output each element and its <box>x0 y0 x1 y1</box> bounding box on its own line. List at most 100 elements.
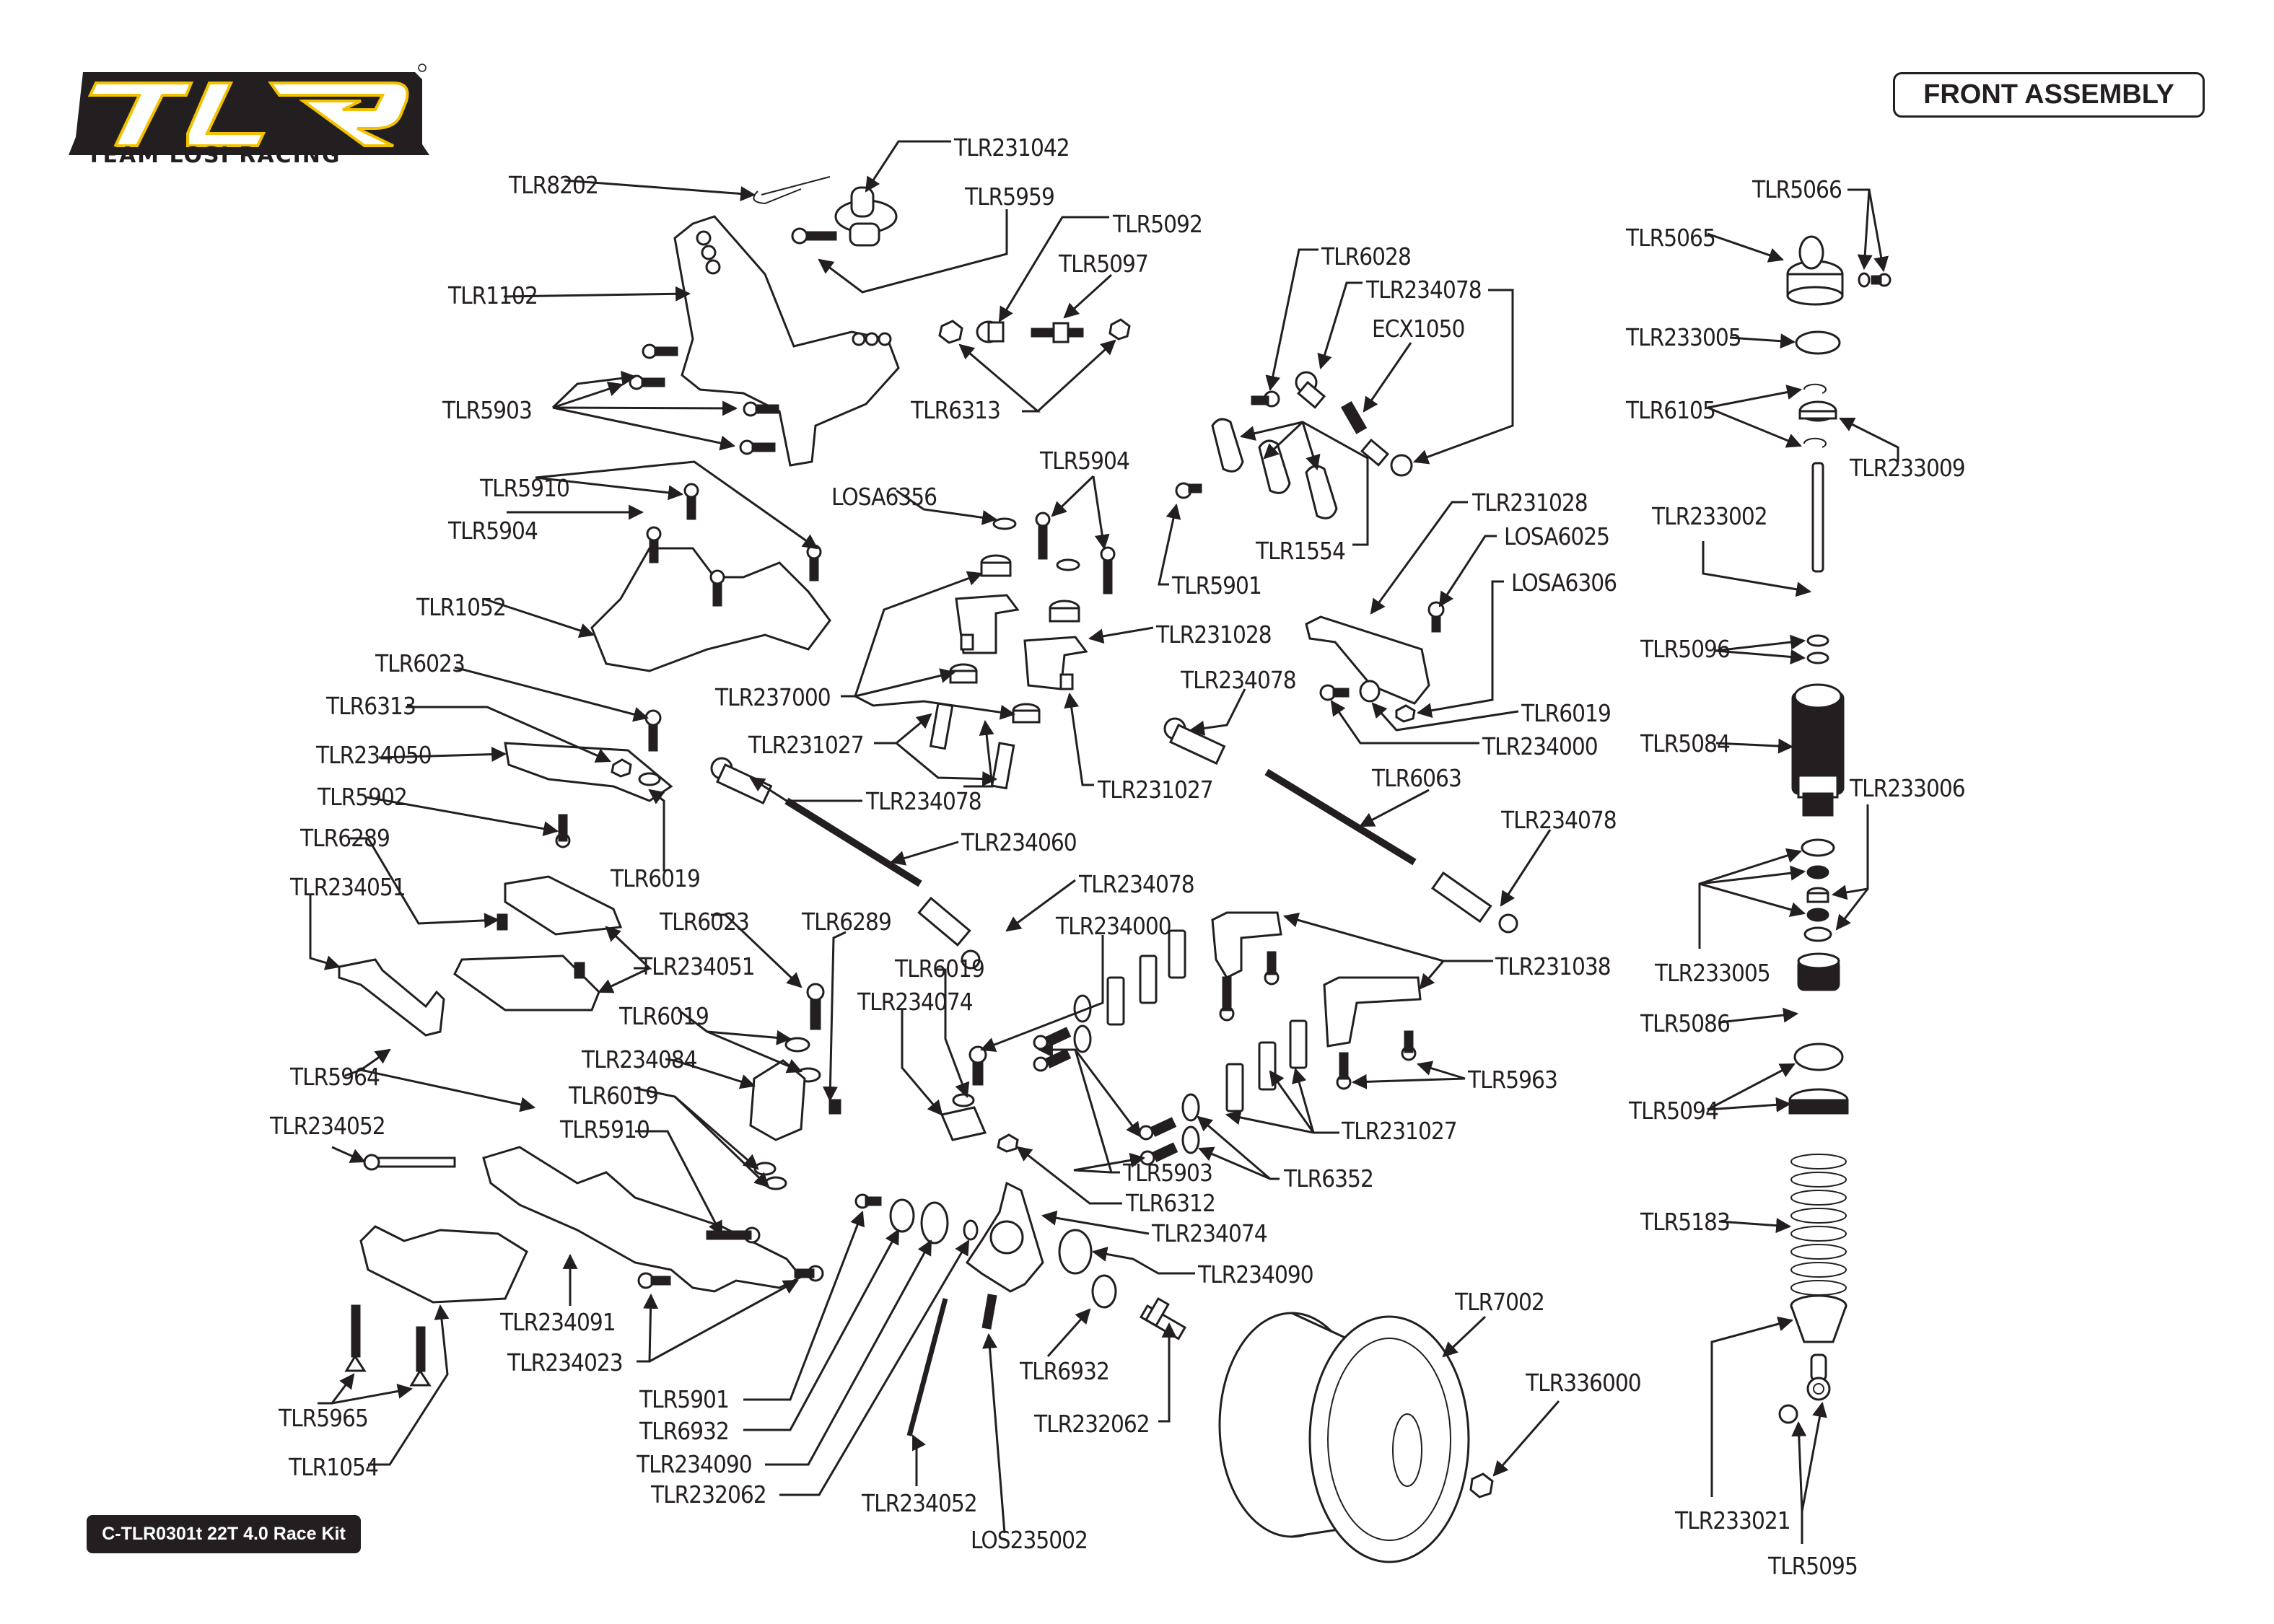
callout-label: TLR6028 <box>1321 242 1411 271</box>
callout-label: TLR6312 <box>1125 1189 1215 1217</box>
shim-part <box>1168 929 1186 979</box>
seal-part <box>1806 908 1829 922</box>
callout-label: TLR234091 <box>499 1308 616 1336</box>
screw-part <box>791 227 837 245</box>
hinge-pin-part <box>367 1156 456 1168</box>
arm-mount-plate-part <box>504 875 623 936</box>
rod-end-part <box>940 1106 987 1141</box>
callout-label: TLR6019 <box>610 864 700 892</box>
o-ring-part <box>1858 272 1871 288</box>
callout-label: TLR5963 <box>1467 1066 1557 1094</box>
callout-label: TLR5066 <box>1752 175 1842 203</box>
callout-label: TLR234074 <box>857 988 973 1016</box>
callout-label: TLR5901 <box>1171 571 1261 600</box>
callout-label: TLR231027 <box>1097 776 1213 804</box>
nut-part <box>997 1133 1019 1153</box>
callout-label: TLR6105 <box>1625 396 1715 424</box>
stud-part <box>1031 322 1084 343</box>
screw-part <box>1871 273 1892 287</box>
callout-label: TLR6063 <box>1371 764 1461 792</box>
wheel-part <box>1218 1312 1470 1563</box>
kit-label-box: C-TLR0301t 22T 4.0 Race Kit <box>87 1515 361 1553</box>
callout-label: TLR231042 <box>953 133 1070 162</box>
shock-cap-part <box>1786 235 1844 306</box>
callout-label: TLR5964 <box>289 1063 380 1091</box>
callout-label: TLR6019 <box>1521 699 1611 727</box>
servo-saver-part <box>1305 465 1338 519</box>
callout-label: TLR6289 <box>801 908 891 936</box>
lower-arm-part <box>482 1146 803 1293</box>
piston-part <box>1798 400 1837 422</box>
screw-part <box>743 401 779 417</box>
bearing-part <box>1091 1274 1117 1309</box>
bushing-part <box>1059 673 1074 690</box>
washer-part <box>753 1162 777 1176</box>
callout-label: TLR231028 <box>1471 488 1588 517</box>
washer-part <box>764 1176 787 1190</box>
screw-part <box>1336 1052 1352 1090</box>
seal-part <box>1806 865 1829 879</box>
callout-label: TLR5910 <box>479 474 569 502</box>
screw-part <box>1033 1048 1072 1072</box>
nut-part <box>938 320 963 344</box>
caster-block-mount-part <box>1323 976 1422 1048</box>
callout-label: LOSA6356 <box>831 483 937 511</box>
callout-label: TLR234000 <box>1482 732 1598 760</box>
callout-label: TLR234084 <box>581 1045 697 1074</box>
bellcrank-part <box>1023 636 1088 690</box>
shim-part <box>1258 1041 1277 1091</box>
screw-part <box>806 544 822 581</box>
servo-saver-part <box>1211 418 1244 473</box>
washer-part <box>784 1037 810 1053</box>
callout-label: TLR233005 <box>1625 323 1741 351</box>
callout-label: TLR237000 <box>714 683 831 711</box>
callout-label: TLR231038 <box>1495 952 1611 980</box>
o-ring-part <box>1801 838 1835 857</box>
post-part <box>990 742 1015 790</box>
arm-mount-part <box>453 954 600 1011</box>
bushing-part <box>1806 634 1829 647</box>
callout-label: TLR5086 <box>1640 1009 1730 1037</box>
callout-label: TLR6932 <box>1019 1357 1109 1385</box>
callout-label: TLR234078 <box>1365 276 1482 304</box>
washer-part <box>1056 558 1080 571</box>
washer-part <box>638 772 661 786</box>
bushing-part <box>960 633 974 651</box>
screw-part <box>706 1226 761 1244</box>
washer-part <box>1803 926 1832 942</box>
screw-part <box>683 483 699 520</box>
callout-label: TLR231027 <box>748 731 864 759</box>
callout-labels: TLR231042 TLR8202 TLR5959 TLR5092 TLR110… <box>269 133 1966 1580</box>
callout-label: TLR5903 <box>442 396 532 424</box>
rod-end-part <box>1360 438 1413 477</box>
callout-label: TLR231027 <box>1341 1117 1457 1145</box>
caster-block-mount-part <box>1211 911 1282 979</box>
bushing-part <box>980 554 1012 577</box>
callout-label: TLR8202 <box>508 171 598 199</box>
spacer-part <box>1806 887 1829 903</box>
callout-label: TLR6019 <box>568 1081 658 1110</box>
e-clip-part <box>1803 437 1827 448</box>
screw-part <box>854 1193 882 1209</box>
front-bumper-part <box>359 1225 528 1304</box>
callout-label: TLR6019 <box>894 954 984 983</box>
shim-part <box>1289 1019 1308 1069</box>
callout-label: TLR1554 <box>1255 537 1345 565</box>
callout-label: TLR5095 <box>1767 1552 1858 1580</box>
callout-label: TLR6313 <box>910 396 1000 424</box>
washer-part <box>1359 680 1381 703</box>
axle-part <box>1139 1296 1187 1340</box>
post-part <box>929 702 954 750</box>
callout-label: TLR234023 <box>507 1348 623 1377</box>
steering-rack-part <box>1305 615 1430 705</box>
screw-part <box>629 374 665 390</box>
callout-label: TLR1052 <box>416 593 506 621</box>
screw-part <box>344 1304 367 1372</box>
collar-part <box>1788 1088 1849 1115</box>
callout-label: TLR231028 <box>1155 620 1272 649</box>
callout-label: TLR5904 <box>447 517 538 545</box>
shock-tower-part <box>673 215 900 467</box>
ball-stud-part <box>1319 684 1350 701</box>
callout-label: TLR234050 <box>315 741 432 769</box>
screw-part <box>1264 951 1280 986</box>
